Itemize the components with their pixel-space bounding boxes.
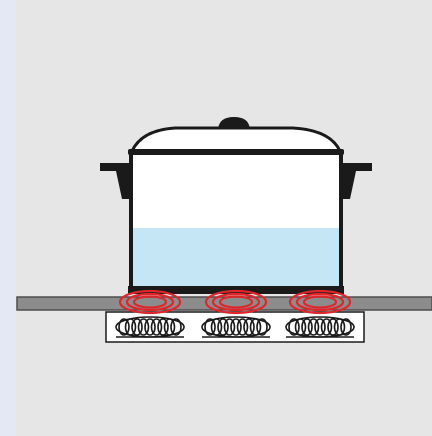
coil-loop [204,318,216,336]
heat-ring [295,292,345,312]
coil-loop [236,318,249,336]
coil-loop [230,318,242,336]
coil-loop [150,318,163,336]
coil-loop [223,318,236,336]
pot-handle-left-icon [100,163,136,199]
pot-lid-icon [128,117,344,155]
lid-rim [128,149,344,155]
induction-coil-icon [201,316,271,338]
coil-loop [170,318,182,336]
induction-coil-icon [115,316,185,338]
coil-loop [157,318,169,336]
heat-ring [211,292,261,312]
coil-loop [314,318,326,336]
coil-loop [243,318,255,336]
coil-loop [118,318,130,336]
coil-loop [144,318,156,336]
heat-ring [118,289,182,315]
cooking-pot-icon [128,150,344,294]
heat-ring [218,295,254,309]
heat-ring-icon [118,289,182,315]
coil-loop [256,318,268,336]
coil-loop [131,318,143,336]
induction-coil-icon [285,316,355,338]
coil-loop [137,318,150,336]
heat-ring-icon [288,289,352,315]
heat-ring [302,295,338,309]
heat-ring-icon [204,289,268,315]
induction-coils [115,316,355,338]
water [133,228,339,286]
heat-ring [204,289,268,315]
coil-loop [327,318,339,336]
coil-loop [288,318,300,336]
pot-handle-right-icon [336,163,372,199]
coil-loop [307,318,320,336]
heat-ring [132,295,168,309]
heat-rings [118,289,352,315]
lid-dome [129,126,343,153]
coil-loop [301,318,313,336]
coil-loop [320,318,333,336]
heat-ring [125,292,175,312]
heat-ring [288,289,352,315]
coil-loop [340,318,352,336]
coil-loop [217,318,229,336]
